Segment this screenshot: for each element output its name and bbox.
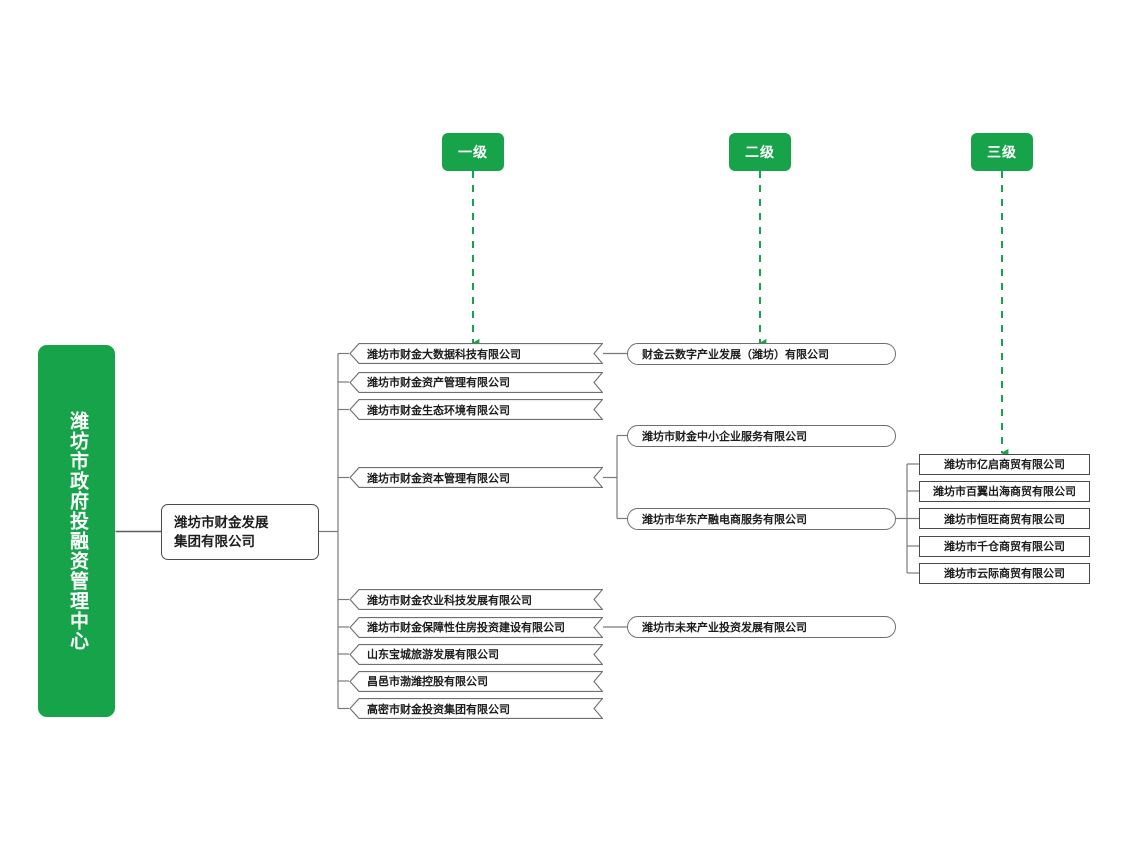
group-node[interactable]: 潍坊市财金发展 集团有限公司 [161, 504, 319, 560]
level1-node-label: 潍坊市财金大数据科技有限公司 [367, 348, 521, 361]
level3-node[interactable]: 潍坊市千仓商贸有限公司 [919, 535, 1090, 557]
chevron-shape [349, 617, 603, 638]
root-node[interactable]: 潍坊市政府投融资管理中心 [38, 345, 115, 717]
chevron-shape [349, 467, 603, 488]
level1-node[interactable]: 山东宝城旅游发展有限公司 [349, 643, 603, 665]
level1-node[interactable]: 潍坊市财金农业科技发展有限公司 [349, 589, 603, 610]
chevron-shape [349, 671, 603, 692]
level3-node-label: 潍坊市亿启商贸有限公司 [944, 459, 1065, 471]
chevron-shape [349, 372, 603, 393]
level-badge-tier3-label: 三级 [987, 144, 1017, 160]
level-badge-tier1-label: 一级 [458, 144, 488, 160]
level1-node-label: 昌邑市渤潍控股有限公司 [367, 676, 488, 688]
level1-node-label: 潍坊市财金资本管理有限公司 [367, 472, 510, 485]
level-badge-tier2[interactable]: 二级 [729, 133, 791, 171]
level2-node-label: 潍坊市财金中小企业服务有限公司 [642, 430, 807, 443]
level1-node[interactable]: 潍坊市财金保障性住房投资建设有限公司 [349, 616, 603, 638]
level-badge-tier2-label: 二级 [745, 144, 775, 160]
level3-node[interactable]: 潍坊市百翼出海商贸有限公司 [919, 480, 1090, 502]
level1-node-label: 山东宝城旅游发展有限公司 [367, 649, 499, 661]
level3-node-label: 潍坊市云际商贸有限公司 [944, 568, 1065, 580]
level-badge-tier1[interactable]: 一级 [442, 133, 504, 171]
level1-node-label: 潍坊市财金生态环境有限公司 [367, 404, 510, 417]
level2-node[interactable]: 潍坊市华东产融电商服务有限公司 [627, 507, 896, 530]
level1-node[interactable]: 潍坊市财金大数据科技有限公司 [349, 343, 603, 364]
group-node-label-line2: 集团有限公司 [174, 534, 255, 549]
level2-node-label: 潍坊市华东产融电商服务有限公司 [642, 513, 807, 526]
level2-node[interactable]: 潍坊市财金中小企业服务有限公司 [627, 424, 896, 447]
group-node-label-line1: 潍坊市财金发展 [174, 514, 269, 530]
level1-node-label: 潍坊市财金保障性住房投资建设有限公司 [367, 622, 565, 634]
level3-node-label: 潍坊市千仓商贸有限公司 [944, 541, 1065, 553]
level1-node[interactable]: 昌邑市渤潍控股有限公司 [349, 670, 603, 692]
chevron-shape [349, 589, 603, 610]
level1-node[interactable]: 潍坊市财金资产管理有限公司 [349, 371, 603, 393]
group-node-label: 潍坊市财金发展 集团有限公司 [174, 513, 269, 551]
level3-node-label: 潍坊市百翼出海商贸有限公司 [933, 486, 1076, 498]
level2-node[interactable]: 潍坊市未来产业投资发展有限公司 [627, 616, 896, 638]
chevron-shape [349, 343, 603, 364]
chevron-shape [349, 644, 603, 665]
level1-node-label: 潍坊市财金农业科技发展有限公司 [367, 594, 532, 607]
chevron-shape [349, 399, 603, 420]
level1-node[interactable]: 潍坊市财金资本管理有限公司 [349, 467, 603, 488]
level3-node[interactable]: 潍坊市亿启商贸有限公司 [919, 453, 1090, 475]
level2-node[interactable]: 财金云数字产业发展（潍坊）有限公司 [627, 342, 896, 365]
level-badge-tier3[interactable]: 三级 [971, 133, 1033, 171]
chevron-shape [349, 698, 603, 719]
root-node-label: 潍坊市政府投融资管理中心 [66, 411, 88, 651]
level3-node[interactable]: 潍坊市恒旺商贸有限公司 [919, 508, 1090, 529]
level2-node-label: 财金云数字产业发展（潍坊）有限公司 [642, 348, 829, 361]
level1-node-label: 高密市财金投资集团有限公司 [367, 703, 510, 716]
level1-node[interactable]: 潍坊市财金生态环境有限公司 [349, 399, 603, 420]
level1-node[interactable]: 高密市财金投资集团有限公司 [349, 698, 603, 719]
level2-node-label: 潍坊市未来产业投资发展有限公司 [642, 622, 807, 634]
level1-node-label: 潍坊市财金资产管理有限公司 [367, 377, 510, 389]
level3-node-label: 潍坊市恒旺商贸有限公司 [944, 513, 1065, 526]
level3-node[interactable]: 潍坊市云际商贸有限公司 [919, 562, 1090, 584]
